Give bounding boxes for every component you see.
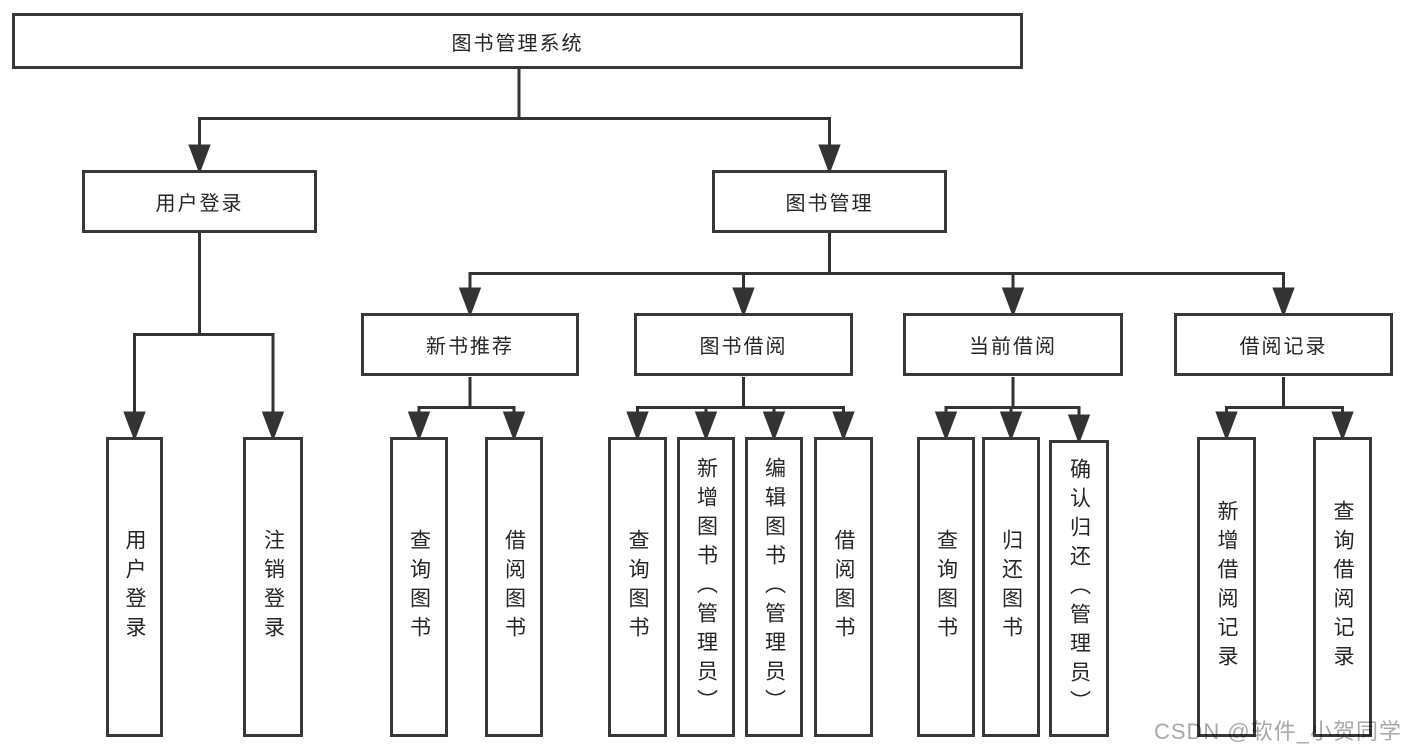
leaf-query-books-3: 查询图书 — [917, 437, 975, 737]
leaf-query-books-2: 查询图书 — [608, 437, 667, 737]
leaf-query-borrow-record: 查询借阅记录 — [1313, 437, 1372, 737]
leaf-edit-book-admin: 编辑图书（管理员） — [745, 437, 803, 737]
arrowhead-down-icon — [832, 411, 855, 442]
leaf-borrow-books-1: 借阅图书 — [485, 437, 543, 737]
node-current-borrow: 当前借阅 — [903, 313, 1123, 376]
node-user-login: 用户登录 — [82, 170, 317, 233]
arrowhead-down-icon — [1215, 411, 1238, 442]
node-book-management: 图书管理 — [712, 170, 947, 233]
leaf-query-books-1: 查询图书 — [390, 437, 448, 737]
node-book-borrow-label: 图书借阅 — [699, 336, 788, 358]
arrowhead-down-icon — [458, 287, 482, 318]
arrowhead-down-icon — [1001, 287, 1025, 318]
leaf-query-books-2-label: 查询图书 — [626, 529, 649, 645]
arrowhead-down-icon — [407, 411, 431, 442]
leaf-add-borrow-record: 新增借阅记录 — [1197, 437, 1256, 737]
leaf-borrow-books-1-label: 借阅图书 — [502, 529, 526, 645]
connector-book-borrow-children — [626, 377, 855, 442]
leaf-query-books-3-label: 查询图书 — [934, 529, 958, 645]
arrowhead-down-icon — [934, 411, 958, 442]
leaf-return-books: 归还图书 — [982, 437, 1040, 737]
arrowhead-down-icon — [818, 144, 841, 175]
leaf-edit-book-admin-label: 编辑图书（管理员） — [762, 456, 786, 718]
arrowhead-down-icon — [502, 411, 526, 442]
arrowhead-down-icon — [694, 411, 718, 442]
connector-new-book-children — [407, 377, 526, 442]
leaf-logout-label: 注销登录 — [261, 529, 285, 645]
node-root: 图书管理系统 — [12, 13, 1023, 69]
node-book-borrow: 图书借阅 — [634, 313, 853, 376]
leaf-confirm-return-admin: 确认归还（管理员） — [1049, 440, 1109, 737]
leaf-add-book-admin-label: 新增图书（管理员） — [694, 456, 718, 718]
leaf-borrow-books-2-label: 借阅图书 — [832, 529, 855, 645]
node-new-book-recommend-label: 新书推荐 — [426, 336, 514, 358]
watermark: CSDN @软件_小贺同学 — [1153, 719, 1402, 744]
arrowhead-down-icon — [188, 144, 211, 175]
arrowhead-down-icon — [1331, 411, 1354, 442]
connector-user-login-children — [123, 233, 285, 442]
arrowhead-down-icon — [999, 411, 1023, 442]
node-borrow-record: 借阅记录 — [1174, 313, 1393, 376]
leaf-add-book-admin: 新增图书（管理员） — [677, 437, 735, 737]
leaf-query-books-1-label: 查询图书 — [407, 529, 431, 645]
leaf-user-login-label: 用户登录 — [123, 529, 146, 645]
arrowhead-down-icon — [732, 287, 755, 318]
node-current-borrow-label: 当前借阅 — [969, 336, 1057, 358]
node-borrow-record-label: 借阅记录 — [1239, 336, 1328, 358]
arrowhead-down-icon — [261, 411, 285, 442]
node-root-label: 图书管理系统 — [451, 32, 584, 55]
leaf-confirm-return-admin-label: 确认归还（管理员） — [1067, 458, 1091, 719]
connector-root-to-level2 — [188, 68, 841, 175]
leaf-return-books-label: 归还图书 — [999, 529, 1023, 645]
leaf-add-borrow-record-label: 新增借阅记录 — [1215, 500, 1238, 674]
arrowhead-down-icon — [123, 411, 146, 442]
leaf-logout: 注销登录 — [243, 437, 303, 737]
connector-current-borrow-children — [934, 377, 1091, 445]
leaf-user-login: 用户登录 — [106, 437, 163, 737]
connector-borrow-record-children — [1215, 377, 1354, 442]
arrowhead-down-icon — [762, 411, 786, 442]
node-user-login-label: 用户登录 — [155, 193, 244, 215]
leaf-query-borrow-record-label: 查询借阅记录 — [1331, 500, 1354, 674]
arrowhead-down-icon — [1272, 287, 1295, 318]
arrowhead-down-icon — [626, 411, 649, 442]
leaf-borrow-books-2: 借阅图书 — [814, 437, 873, 737]
arrowhead-down-icon — [1067, 414, 1091, 445]
node-book-management-label: 图书管理 — [785, 193, 874, 215]
node-new-book-recommend: 新书推荐 — [361, 313, 579, 376]
connector-book-management-children — [458, 233, 1295, 318]
